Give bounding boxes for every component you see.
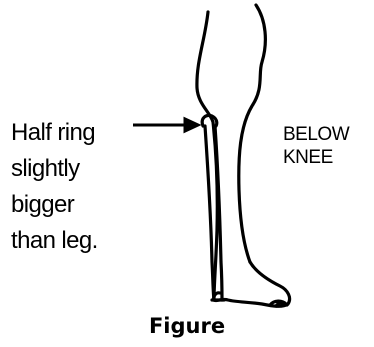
- annotation-line-4: than leg.: [11, 223, 136, 259]
- annotation-line-2: slightly: [11, 151, 136, 187]
- below-knee-line-1: BELOW: [283, 123, 349, 146]
- pointer-arrow-head: [185, 119, 198, 131]
- figure-caption: Figure: [0, 313, 374, 339]
- half-ring-annotation: Half ring slightly bigger than leg.: [11, 115, 136, 259]
- leg-front-outline: [239, 5, 266, 262]
- below-knee-line-2: KNEE: [283, 146, 349, 169]
- annotation-line-1: Half ring: [11, 115, 136, 151]
- annotation-line-3: bigger: [11, 187, 136, 223]
- splint-rod-outer: [205, 126, 214, 300]
- below-knee-label: BELOW KNEE: [283, 123, 349, 169]
